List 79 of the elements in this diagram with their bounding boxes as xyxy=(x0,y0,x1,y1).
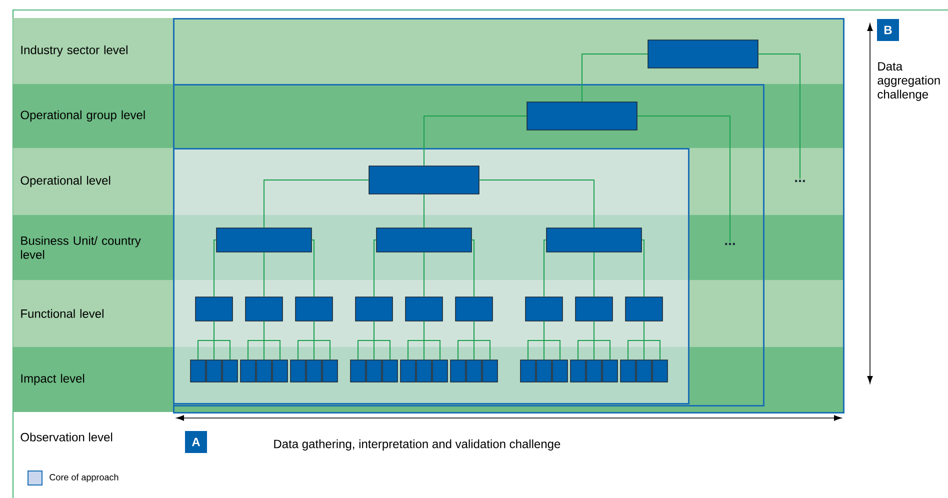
connector-line xyxy=(424,320,440,360)
org-box xyxy=(245,296,283,322)
connector-line xyxy=(214,240,217,298)
org-box xyxy=(602,360,618,382)
org-box xyxy=(306,360,322,382)
org-box xyxy=(450,360,466,382)
connector-line xyxy=(214,320,230,360)
connector-line xyxy=(264,320,280,360)
connector-line xyxy=(594,320,610,360)
level-label: Business Unit/ country level xyxy=(21,236,141,259)
org-box xyxy=(295,296,333,322)
letter-badge: B xyxy=(877,19,899,41)
org-box xyxy=(482,360,498,382)
org-box xyxy=(525,296,563,322)
org-box xyxy=(190,360,206,382)
axis-caption: Observation level xyxy=(20,432,112,442)
org-box xyxy=(240,360,256,382)
connector-line xyxy=(544,320,560,360)
org-box xyxy=(195,296,233,322)
level-label: Operational group level xyxy=(20,110,145,122)
org-box xyxy=(272,360,288,382)
connector-line xyxy=(374,320,390,360)
scope-frame xyxy=(173,18,844,414)
org-box xyxy=(536,360,552,382)
connector-line xyxy=(474,320,490,360)
org-box xyxy=(400,360,416,382)
connector-line xyxy=(582,54,648,102)
org-box xyxy=(290,360,306,382)
scope-frame xyxy=(173,84,764,406)
org-box xyxy=(466,360,482,382)
org-box xyxy=(368,166,480,194)
axis-caption: Data aggregation challenge xyxy=(878,62,940,101)
org-box xyxy=(652,360,668,382)
connector-line xyxy=(636,116,730,242)
org-box xyxy=(432,360,448,382)
connector-line xyxy=(311,240,314,298)
legend-label: Core of approach xyxy=(50,474,118,482)
org-box xyxy=(416,360,432,382)
ellipsis: ... xyxy=(795,180,805,182)
org-box xyxy=(256,360,272,382)
org-box xyxy=(520,360,536,382)
org-box xyxy=(376,228,472,252)
org-box xyxy=(636,360,652,382)
connector-line xyxy=(544,240,547,298)
ellipsis: ... xyxy=(725,242,735,246)
level-label: Impact level xyxy=(21,374,84,386)
org-box xyxy=(625,296,663,322)
org-box xyxy=(355,296,393,322)
org-box xyxy=(382,360,398,382)
level-label: Operational level xyxy=(20,176,110,188)
connector-line xyxy=(471,240,474,298)
level-label: Industry sector level xyxy=(21,45,128,57)
org-box xyxy=(552,360,568,382)
connector-line xyxy=(758,54,800,180)
org-box xyxy=(222,360,238,382)
org-box xyxy=(405,296,443,322)
org-box xyxy=(620,360,636,382)
level-label: Functional level xyxy=(21,309,104,318)
org-box xyxy=(216,228,312,252)
org-box xyxy=(455,296,493,322)
org-box xyxy=(322,360,338,382)
connector-line xyxy=(374,240,377,298)
org-box xyxy=(526,102,638,130)
connector-line xyxy=(314,320,330,360)
org-box xyxy=(586,360,602,382)
org-box xyxy=(366,360,382,382)
connector-line xyxy=(264,180,370,228)
org-box xyxy=(350,360,366,382)
org-box xyxy=(570,360,586,382)
connector-line xyxy=(641,240,644,298)
connector-line xyxy=(478,180,594,228)
org-box xyxy=(546,228,642,252)
axis-caption: Data gathering, interpretation and validation challenge xyxy=(274,439,560,451)
org-box xyxy=(575,296,613,322)
org-box xyxy=(648,40,758,68)
connector-line xyxy=(424,116,528,166)
connector-line xyxy=(644,320,660,360)
letter-badge: A xyxy=(185,431,207,453)
org-box xyxy=(206,360,222,382)
